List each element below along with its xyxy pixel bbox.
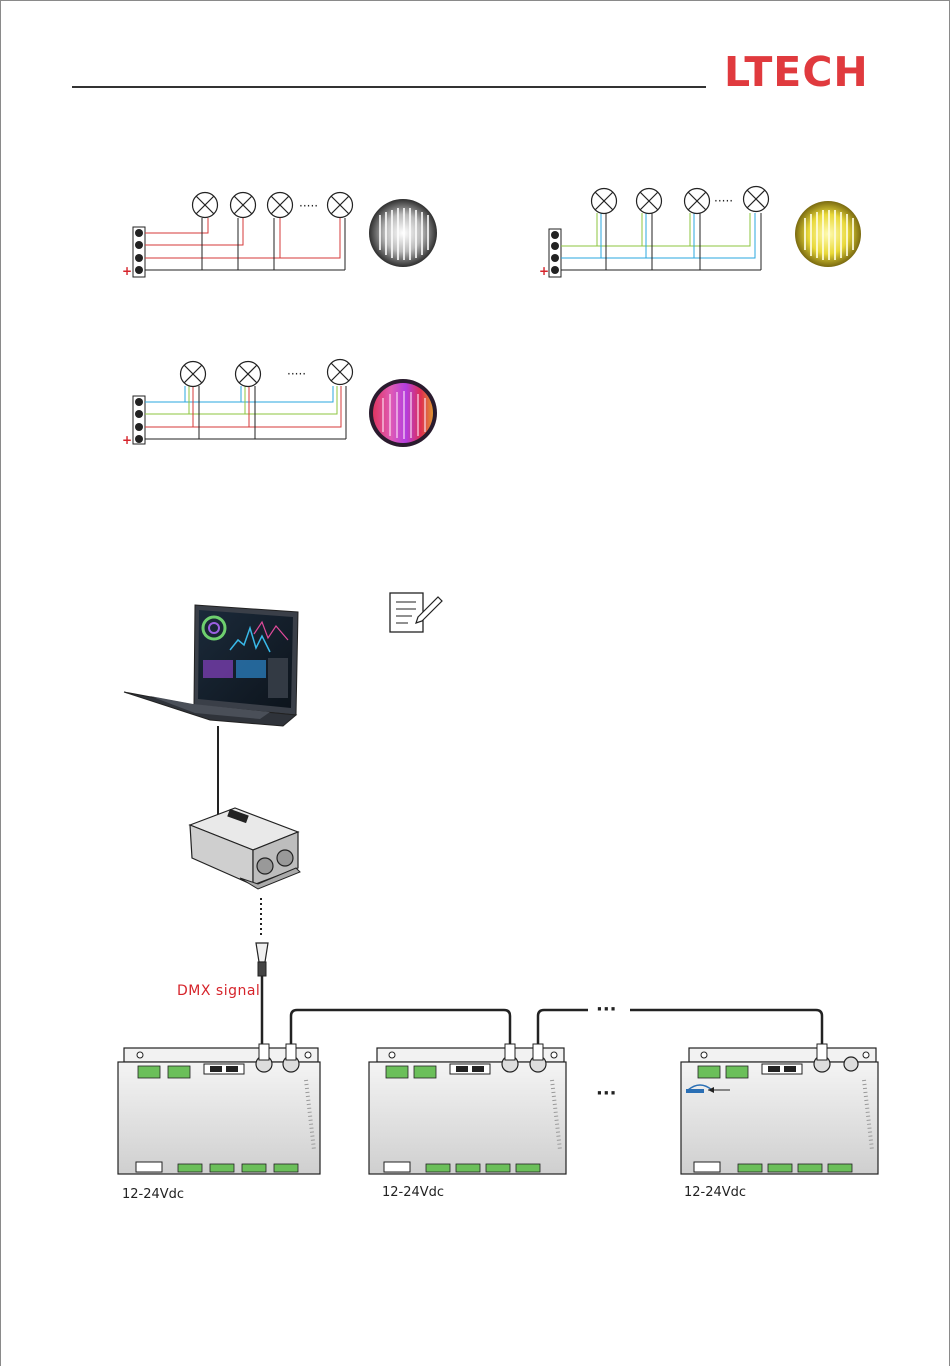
continuation-dots: ····· — [714, 194, 733, 208]
chain-continuation-top: ··· — [596, 999, 617, 1020]
lamp-icon — [328, 193, 353, 218]
yellow-light-sample-icon — [795, 201, 861, 267]
single-color-wiring: ····· + — [122, 193, 437, 279]
chain-continuation-middle: ··· — [596, 1083, 617, 1104]
rgb-light-sample-icon — [369, 379, 437, 447]
controller-2-power-label: 12-24Vdc — [382, 1185, 444, 1200]
lamp-icon — [328, 360, 353, 385]
lamp-icon — [268, 193, 293, 218]
lamp-icon — [193, 193, 218, 218]
dmx-decoder-controller-1 — [118, 1044, 320, 1174]
continuation-dots: ····· — [299, 199, 318, 213]
polarity-mark: + — [539, 264, 549, 278]
lamp-icon — [637, 189, 662, 214]
lamp-icon — [236, 362, 261, 387]
lamp-icon — [181, 362, 206, 387]
dmx-decoder-controller-3 — [681, 1044, 878, 1174]
dmx-signal-label: DMX signal — [177, 983, 260, 999]
polarity-mark: + — [122, 264, 132, 278]
continuation-dots: ····· — [287, 367, 306, 381]
laptop-computer-icon — [124, 605, 298, 818]
lamp-icon — [592, 189, 617, 214]
dmx-decoder-controller-2 — [369, 1044, 566, 1174]
lamp-icon — [744, 187, 769, 212]
dmx-interface-device-icon — [190, 808, 300, 935]
white-light-sample-icon — [369, 199, 437, 267]
dmx-chain-cables — [291, 1010, 822, 1045]
lamp-icon — [231, 193, 256, 218]
dual-color-wiring: ····· + — [539, 187, 861, 279]
lamp-icon — [685, 189, 710, 214]
polarity-mark: + — [122, 433, 132, 447]
controller-1-power-label: 12-24Vdc — [122, 1187, 184, 1202]
controller-3-power-label: 12-24Vdc — [684, 1185, 746, 1200]
rgb-wiring: ····· + — [122, 360, 437, 448]
note-pencil-icon — [390, 593, 442, 632]
